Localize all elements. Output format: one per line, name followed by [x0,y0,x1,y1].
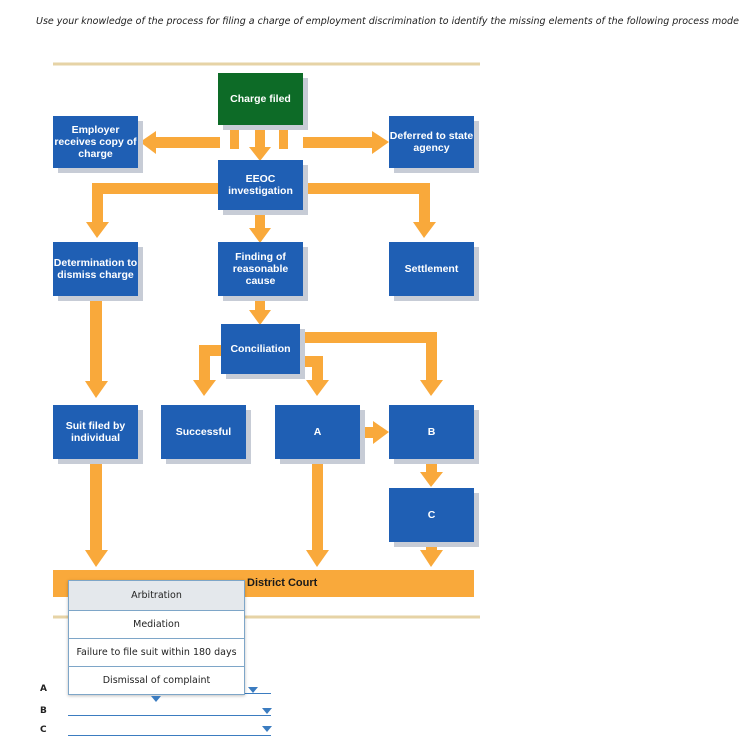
arrow-to-employer-head [140,131,156,154]
arrow-to-b-head [420,380,443,396]
dropdown-option[interactable]: Dismissal of complaint [102,675,211,686]
arrow-c-to-court-head [420,550,443,567]
arrow-to-settlement-head [413,222,436,238]
answer-select-c[interactable] [68,735,271,736]
left-drop [92,183,103,223]
to-successful-horizontal [199,345,222,356]
chevron-down-icon[interactable] [262,726,272,732]
node-c: C [389,488,474,542]
dropdown-pointer-icon [151,696,161,702]
arrow-a-to-court-head [306,550,329,567]
chevron-down-icon[interactable] [248,687,258,693]
instruction-text: Use your knowledge of the process for fi… [36,16,739,27]
node-b: B [389,405,474,459]
arrow-to-agency-shaft [303,137,373,148]
node-charge-filed: Charge filed [218,73,303,125]
eeoc-left-branch [92,183,222,194]
arrow-b-to-c-head [420,472,443,487]
dropdown-option[interactable]: Mediation [69,611,244,639]
dropdown-option[interactable]: Failure to file suit within 180 days [69,639,244,667]
arrow-suit-to-court-head [85,550,108,567]
suit-court-shaft [90,460,102,552]
arrow-to-a-head [306,380,329,396]
node-finding-reasonable-cause: Finding of reasonable cause [218,242,303,296]
node-eeoc-investigation: EEOC investigation [218,160,303,210]
b-c-shaft [426,460,437,474]
arrow-to-finding-head [249,228,271,243]
node-determination-dismiss: Determination to dismiss charge [53,242,138,296]
arrow-a-to-b-head [373,421,389,444]
district-court-label: District Court [247,577,318,589]
arrow-to-agency-head [372,131,389,154]
to-successful-vertical [199,345,210,382]
finding-conciliation-shaft [255,296,265,311]
a-b-shaft [361,427,374,438]
a-court-shaft [312,460,323,552]
node-suit-filed-by-individual: Suit filed by individual [53,405,138,459]
c-court-shaft [426,542,437,552]
chevron-down-icon[interactable] [262,708,272,714]
node-a: A [275,405,360,459]
to-a-horizontal [300,356,323,367]
node-employer-receives-copy: Employer receives copy of charge [53,116,138,168]
to-a-vertical [312,356,323,383]
right-drop [419,183,430,223]
arrow-to-successful-head [193,380,216,396]
arrow-to-employer-shaft [155,137,220,148]
arrow-to-eeoc-head [249,147,271,161]
node-conciliation: Conciliation [221,324,300,374]
to-b-vertical [426,332,437,383]
stem-right [279,126,288,149]
determination-suit-shaft [90,297,102,383]
arrow-to-conciliation-head [249,310,271,325]
stem-left [230,126,239,149]
node-successful: Successful [161,405,246,459]
answer-select-b[interactable] [68,715,271,716]
eeoc-finding-shaft [255,210,265,229]
answer-label-b: B [40,706,47,716]
eeoc-right-branch [305,183,430,194]
answer-dropdown-list[interactable]: Arbitration Mediation Failure to file su… [68,580,245,695]
to-b-horizontal [300,332,437,343]
arrow-to-suit-head [85,381,108,398]
node-deferred-state-agency: Deferred to state agency [389,116,474,168]
answer-label-c: C [40,725,47,735]
arrow-to-determination-head [86,222,109,238]
node-settlement: Settlement [389,242,474,296]
arrows [85,126,443,567]
stem-center [255,126,265,148]
dropdown-option[interactable]: Arbitration [69,581,244,611]
answer-label-a: A [40,684,47,694]
